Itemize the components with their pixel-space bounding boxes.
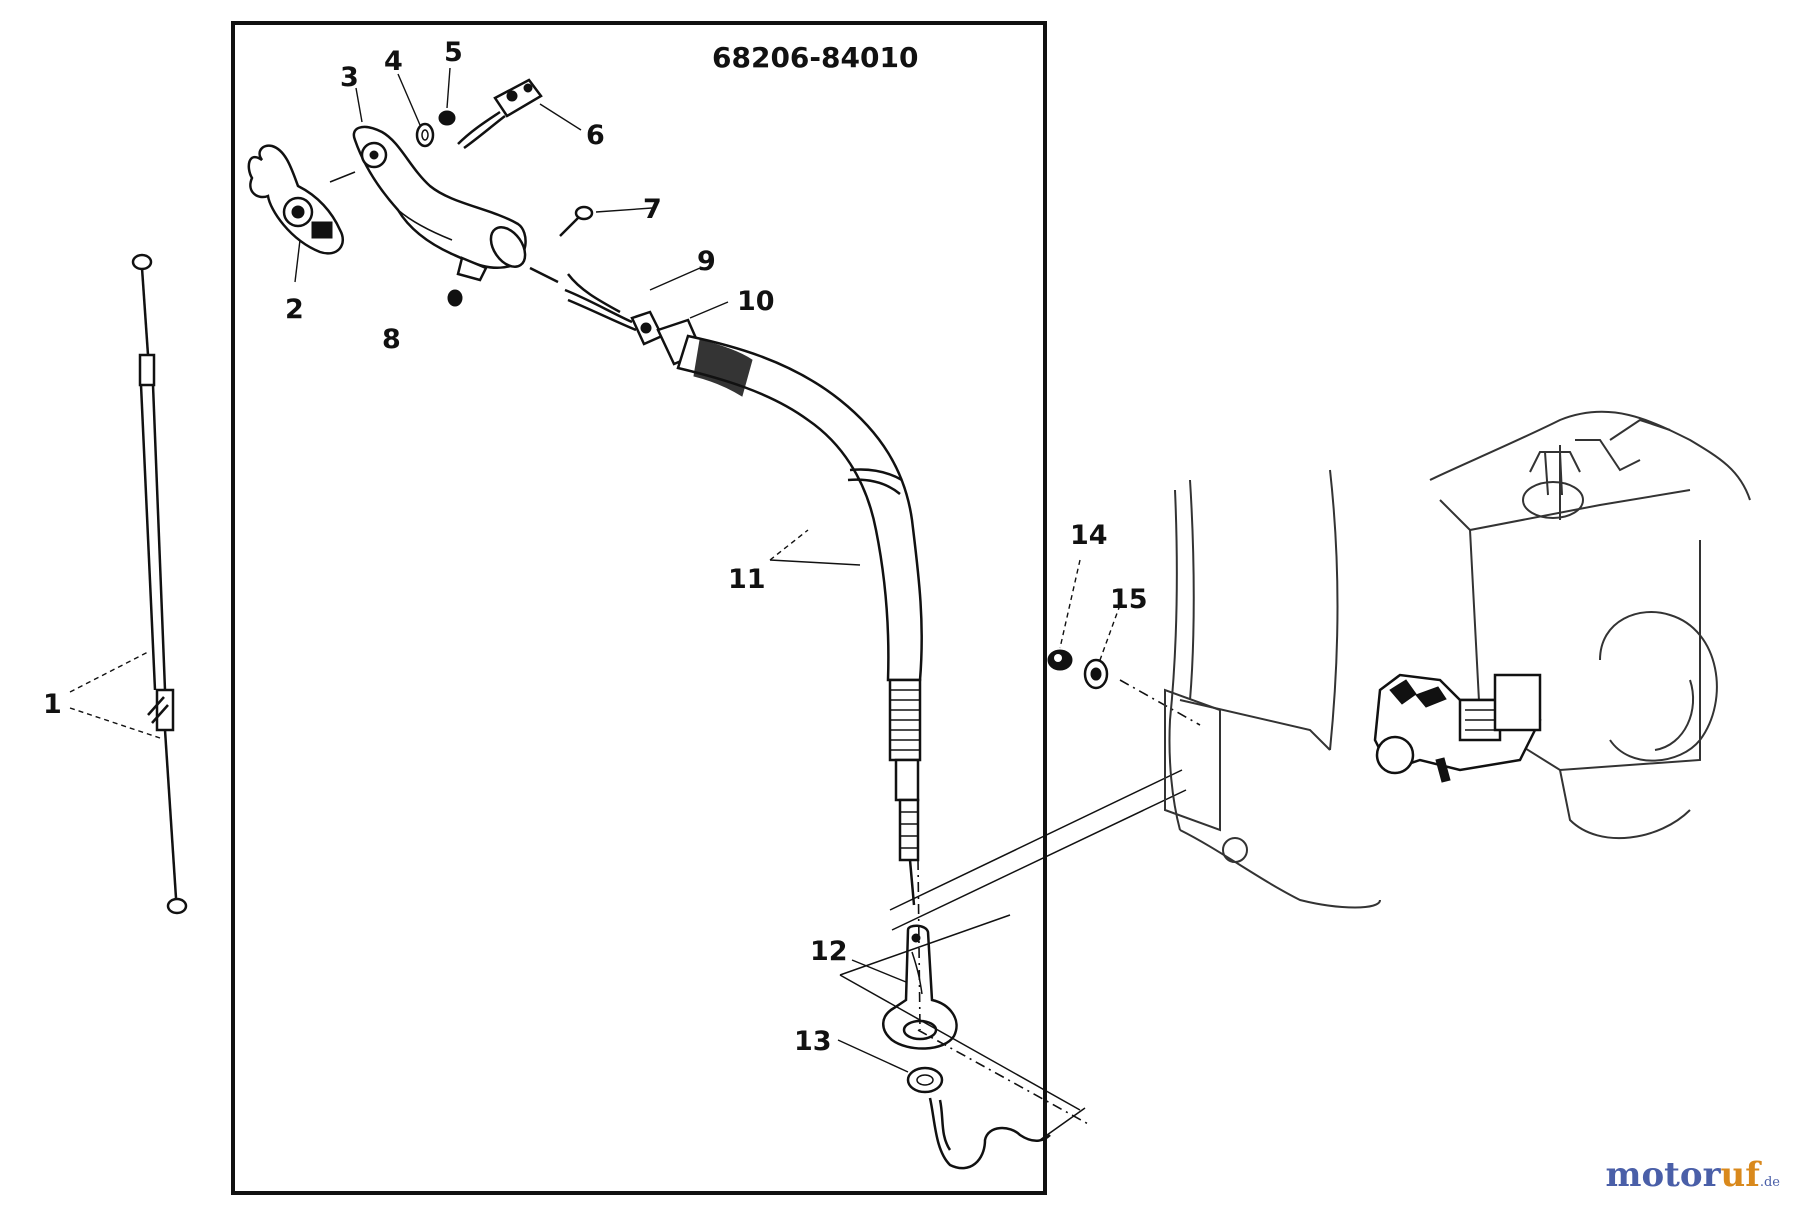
part-2-throttle-trigger — [247, 144, 356, 255]
callout-8: 8 — [382, 324, 401, 355]
part-15-washer — [1083, 658, 1109, 690]
part-14-nut — [1047, 649, 1073, 671]
watermark-accent: uf — [1720, 1155, 1760, 1195]
callout-7: 7 — [643, 194, 662, 225]
callout-6: 6 — [586, 120, 605, 151]
callout-10: 10 — [737, 286, 775, 317]
watermark-tld: .de — [1759, 1175, 1780, 1190]
part-9-wire — [529, 266, 637, 332]
callout-5: 5 — [444, 37, 463, 68]
callout-3: 3 — [340, 62, 359, 93]
part-5-nut — [438, 110, 456, 126]
callout-14: 14 — [1070, 520, 1108, 551]
callout-13: 13 — [794, 1026, 832, 1057]
part-11-shaft-tube — [676, 334, 923, 906]
engine-illustration — [1164, 410, 1751, 909]
callout-4: 4 — [384, 46, 403, 77]
callout-9: 9 — [697, 246, 716, 277]
watermark-main: motor — [1605, 1155, 1721, 1195]
part-4-washer — [415, 122, 435, 148]
part-number-label: 68206-84010 — [712, 41, 918, 74]
part-1-throttle-cable — [131, 253, 188, 915]
part-6-stop-switch — [457, 78, 543, 150]
callout-labels: 1 2 3 4 5 6 7 8 9 10 11 12 13 14 15 — [43, 37, 1148, 1057]
callout-15: 15 — [1110, 584, 1148, 615]
assembly-frame — [231, 21, 1047, 1195]
callout-11: 11 — [728, 564, 766, 595]
callout-1: 1 — [43, 689, 62, 720]
part-13-grommet — [906, 1066, 1051, 1170]
part-12-bracket — [882, 924, 958, 1050]
part-7-screw — [559, 205, 594, 237]
part-3-handle — [352, 125, 527, 282]
callout-2: 2 — [285, 294, 304, 325]
part-8-nut — [447, 289, 463, 307]
leader-lines — [69, 67, 1121, 1073]
brand-watermark: motoruf.de — [1606, 1155, 1780, 1195]
mounting-plate-outline — [839, 679, 1201, 1141]
callout-12: 12 — [810, 936, 848, 967]
